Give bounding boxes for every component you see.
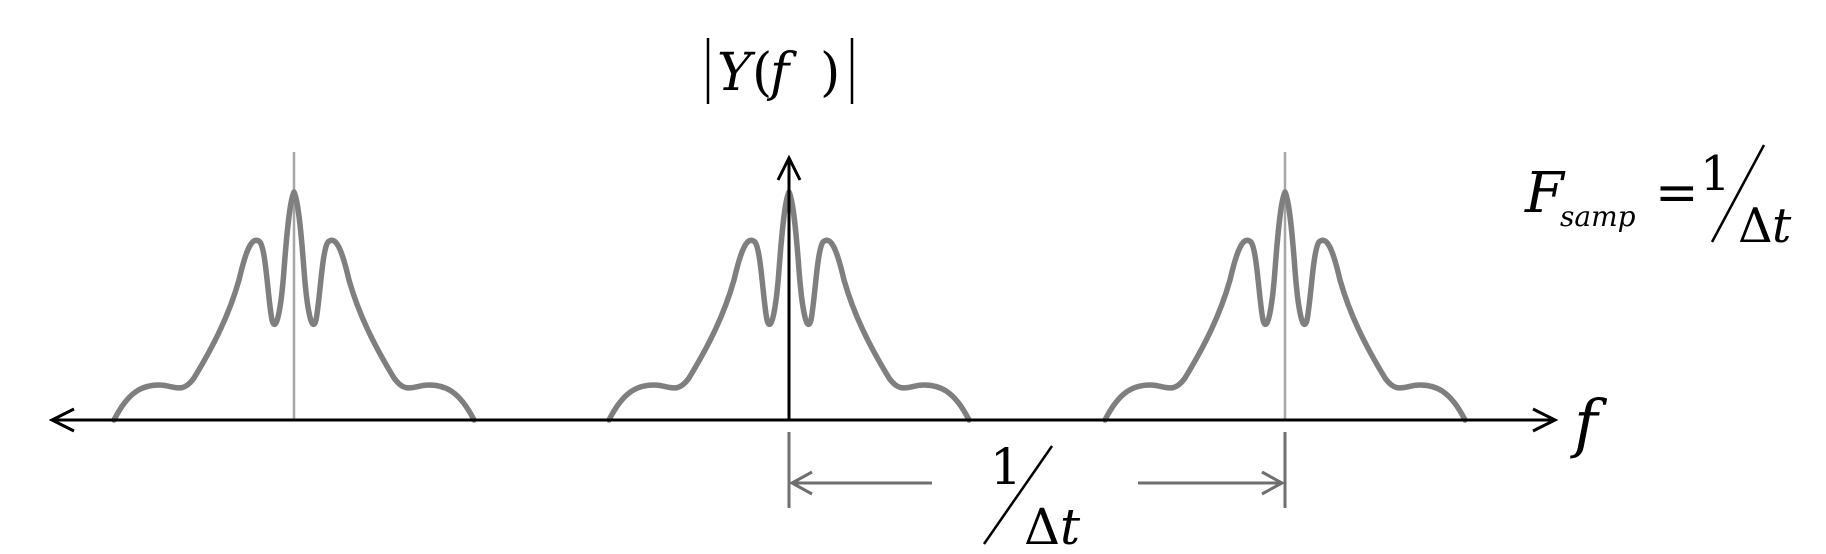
period-fraction-slash <box>982 445 1054 545</box>
paren-open: ( <box>752 43 772 103</box>
fsamp-equals: = <box>1655 163 1699 223</box>
fsamp-symbol: F <box>1524 161 1566 226</box>
fsamp-delta: Δ <box>1738 198 1773 254</box>
period-dimension: 1 Δ t <box>787 432 1287 554</box>
period-variable: t <box>1060 498 1081 554</box>
fsamp-numerator: 1 <box>1700 146 1731 202</box>
paren-close: ) <box>820 43 840 103</box>
magnitude-symbol: Y <box>717 43 756 103</box>
fsamp-subscript: samp <box>1560 200 1636 233</box>
period-numerator: 1 <box>990 438 1022 496</box>
dimension-arrowhead-right <box>1261 470 1286 496</box>
vertical-axis-arrowhead <box>776 154 802 181</box>
fsamp-fraction-slash <box>1710 144 1766 243</box>
spectrum-copy-right <box>1105 152 1465 420</box>
horizontal-axis <box>48 407 1559 433</box>
period-delta: Δ <box>1024 498 1060 554</box>
spectrum-copy-left <box>114 152 474 420</box>
magnitude-argument: f <box>766 43 797 103</box>
horizontal-axis-right-arrowhead <box>1532 407 1559 433</box>
sampling-frequency-formula: F samp = 1 Δ t <box>1524 144 1792 254</box>
magnitude-label: Y ( f ) <box>706 38 854 104</box>
dimension-arrowhead-left <box>788 470 813 496</box>
fsamp-variable: t <box>1772 198 1792 254</box>
horizontal-axis-left-arrowhead <box>48 407 75 433</box>
vertical-axis <box>776 154 802 420</box>
frequency-axis-label: f <box>1570 387 1608 461</box>
